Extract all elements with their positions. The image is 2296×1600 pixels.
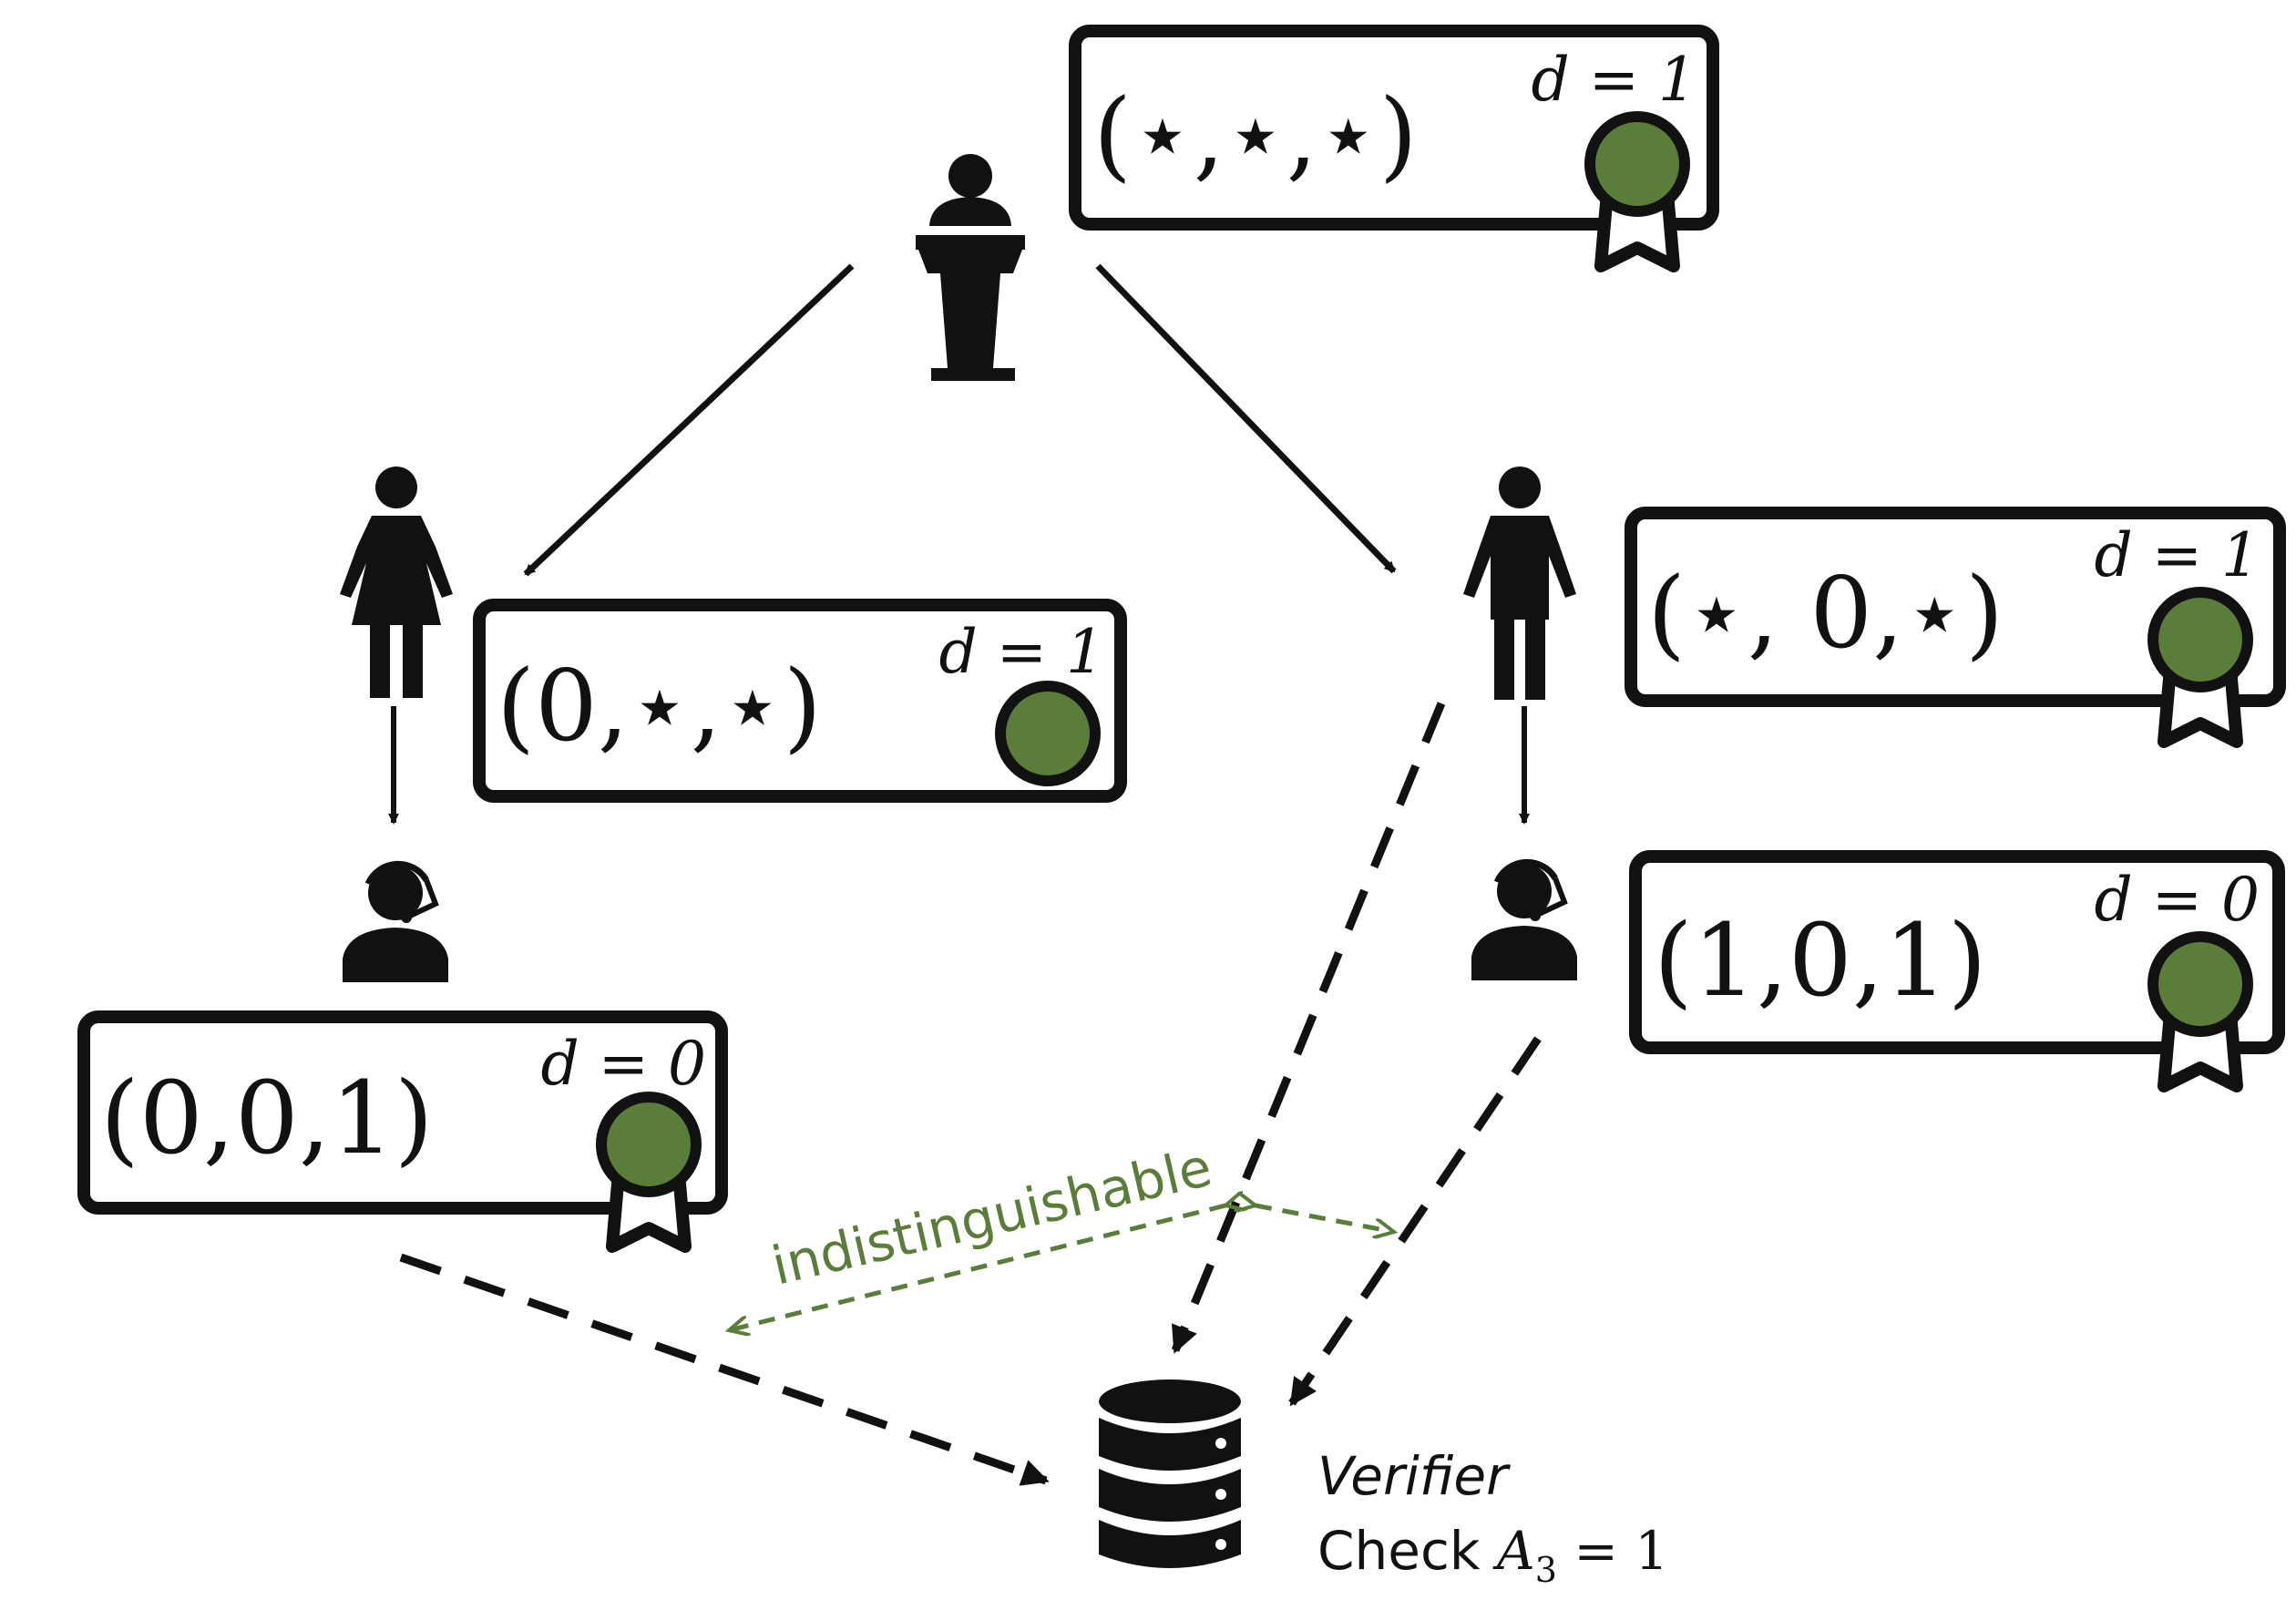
verifier-check-var: A (1492, 1520, 1535, 1582)
podium-speaker-icon (916, 154, 1025, 381)
seal-ribbon-icon (995, 681, 1101, 786)
credential-depth: d = 1 (939, 617, 1105, 687)
credential-depth: d = 0 (541, 1029, 707, 1099)
verifier-check-suffix: = 1 (1557, 1520, 1668, 1582)
verifier-check: Check A3 = 1 (1317, 1520, 1668, 1590)
credential-depth: d = 1 (1532, 45, 1697, 115)
credential-depth: d = 0 (2095, 865, 2260, 935)
verifier-title: Verifier (1317, 1445, 1511, 1507)
credential-issuer: (⋆,⋆,⋆) d = 1 (1069, 25, 1719, 272)
woman-icon (340, 467, 453, 698)
credential-tuple: (⋆,⋆,⋆) (1093, 78, 1418, 192)
credential-right-user: (1,0,1) d = 0 (1629, 850, 2285, 1092)
seal-ribbon-icon (1584, 111, 1690, 272)
indistinguishable-label: indistinguishable (766, 1136, 1217, 1297)
seal-ribbon-icon (2147, 931, 2253, 1092)
headset-user-icon (343, 860, 448, 982)
credential-right-holder: (⋆, 0,⋆) d = 1 (1625, 507, 2286, 748)
seal-ribbon-icon (2147, 587, 2253, 748)
man-icon (1463, 467, 1576, 700)
credential-tuple: (⋆, 0,⋆) (1647, 557, 2004, 671)
credential-tuple: (0,0,1) (100, 1060, 434, 1176)
indistinguishable-arrow-left (729, 1205, 1225, 1330)
dashed-arrow-left-user-to-verifier (399, 1253, 1050, 1486)
verifier-check-sub: 3 (1535, 1550, 1557, 1590)
credential-tuple: (0,⋆,⋆) (497, 650, 822, 764)
headset-user-icon (1471, 858, 1577, 980)
dashed-arrow-right-holder-to-verifier (1171, 702, 1446, 1354)
arrow-issuer-to-left (523, 263, 855, 577)
credential-depth: d = 1 (2095, 520, 2260, 590)
seal-ribbon-icon (596, 1092, 702, 1253)
dashed-arrow-right-user-to-verifier (1288, 1036, 1542, 1407)
credential-left-holder: (0,⋆,⋆) d = 1 (473, 599, 1127, 803)
arrow-issuer-to-right (1095, 263, 1397, 574)
credential-tuple: (1,0,1) (1654, 902, 1987, 1019)
indistinguishable-arrow-right (1256, 1205, 1394, 1232)
database-icon (1099, 1379, 1241, 1568)
verifier-check-prefix: Check (1317, 1520, 1497, 1582)
credential-left-user: (0,0,1) d = 0 (77, 1010, 728, 1253)
